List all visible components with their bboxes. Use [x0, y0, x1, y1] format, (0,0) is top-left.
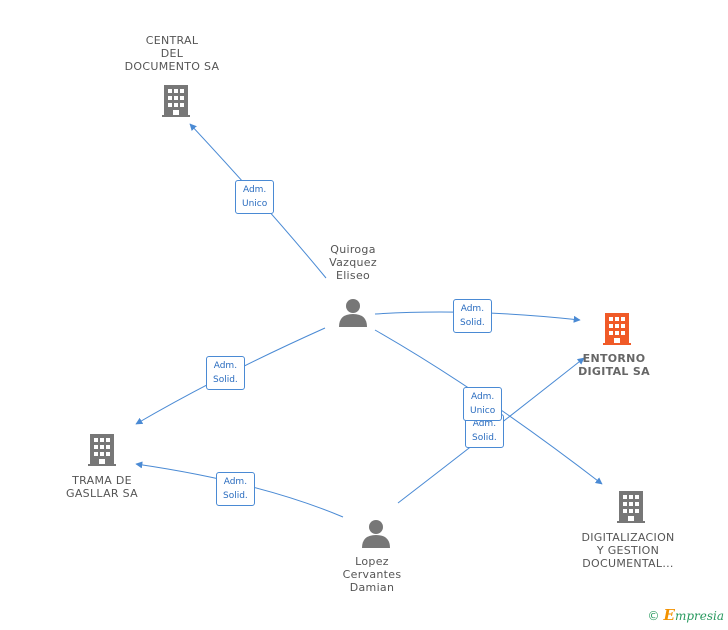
node-label-entorno: ENTORNO DIGITAL SA [578, 352, 650, 378]
node-label-lopez: Lopez Cervantes Damian [342, 555, 402, 594]
edge-label-quiroga-central[interactable]: Adm. Unico [235, 180, 275, 214]
building-icon[interactable] [160, 84, 192, 118]
node-label-trama: TRAMA DE GASLLAR SA [66, 474, 138, 500]
node-label-quiroga: Quiroga Vazquez Eliseo [329, 243, 377, 282]
node-label-digitalizacion: DIGITALIZACION Y GESTION DOCUMENTAL... [581, 531, 675, 570]
edge-label-quiroga-trama[interactable]: Adm. Solid. [206, 356, 245, 390]
person-icon[interactable] [360, 517, 392, 549]
edge-label-lopez-trama[interactable]: Adm. Solid. [216, 472, 255, 506]
copyright-symbol: © [647, 609, 660, 623]
building-icon[interactable] [86, 433, 118, 467]
edge-label-quiroga-entorno[interactable]: Adm. Solid. [453, 299, 492, 333]
building-icon-highlight[interactable] [601, 312, 633, 346]
person-icon[interactable] [337, 296, 369, 328]
brand-name: mpresia [674, 609, 724, 623]
building-icon[interactable] [615, 490, 647, 524]
empresia-brand[interactable]: ©Empresia [648, 606, 725, 624]
edge-label-lopez-entorno[interactable]: Adm. Unico [463, 387, 503, 421]
node-label-central: CENTRAL DEL DOCUMENTO SA [124, 34, 220, 73]
brand-initial: E [663, 606, 675, 624]
